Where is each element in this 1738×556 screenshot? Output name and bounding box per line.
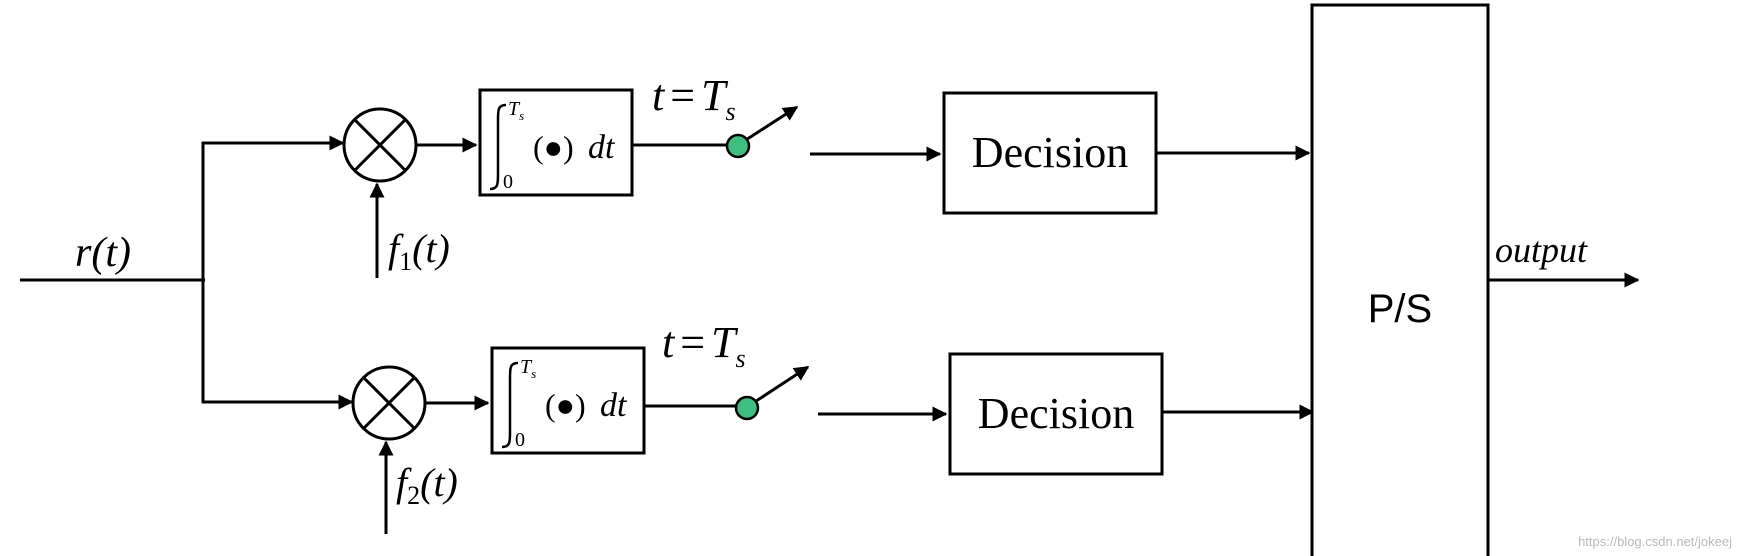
- sampler-label-lower: t=Ts: [662, 318, 746, 373]
- ps-label: P/S: [1368, 287, 1432, 331]
- integrator-upper: Ts 0 (●) dt: [478, 88, 634, 197]
- carrier-arg-lower: (t): [420, 460, 458, 505]
- watermark-text: https://blog.csdn.net/jokeej: [1578, 534, 1732, 549]
- decision-block-lower: Decision: [948, 352, 1164, 476]
- sampler-label-upper: t=Ts: [652, 71, 736, 126]
- integrator-dt-upper: dt: [588, 129, 616, 166]
- integrator-upper-limit-lower: Ts: [520, 356, 536, 381]
- output-label: output: [1495, 230, 1588, 270]
- input-line: [20, 135, 354, 410]
- carrier-sub-lower: 2: [407, 481, 420, 510]
- integrator-body-lower: (●): [545, 387, 586, 423]
- integrator-lower-limit-upper: 0: [503, 171, 513, 193]
- input-signal-label: r(t): [75, 230, 131, 276]
- integrator-lower: Ts 0 (●) dt: [490, 346, 646, 455]
- carrier-sub-upper: 1: [399, 247, 412, 276]
- ps-converter-block: P/S: [1310, 3, 1490, 556]
- switch-contact-lower: [734, 395, 760, 421]
- mixer-upper: [342, 107, 418, 183]
- sampler-switch-upper: [725, 105, 799, 159]
- carrier-arg-upper: (t): [412, 226, 450, 271]
- switch-contact-upper: [725, 133, 751, 159]
- decision-block-upper: Decision: [942, 91, 1158, 215]
- sampler-switch-lower: [734, 365, 810, 421]
- carrier-label-upper: f1(t): [388, 226, 450, 276]
- decision-label-lower: Decision: [978, 389, 1134, 438]
- carrier-label-lower: f2(t): [396, 460, 458, 510]
- mixer-lower: [351, 365, 427, 441]
- integrator-body-upper: (●): [533, 129, 574, 165]
- integrator-lower-limit-lower: 0: [515, 429, 525, 451]
- decision-label-upper: Decision: [972, 128, 1128, 177]
- integral-sign-icon: [501, 361, 519, 449]
- integral-sign-icon: [489, 103, 507, 191]
- integrator-upper-limit-upper: Ts: [508, 98, 524, 123]
- integrator-dt-lower: dt: [600, 387, 628, 424]
